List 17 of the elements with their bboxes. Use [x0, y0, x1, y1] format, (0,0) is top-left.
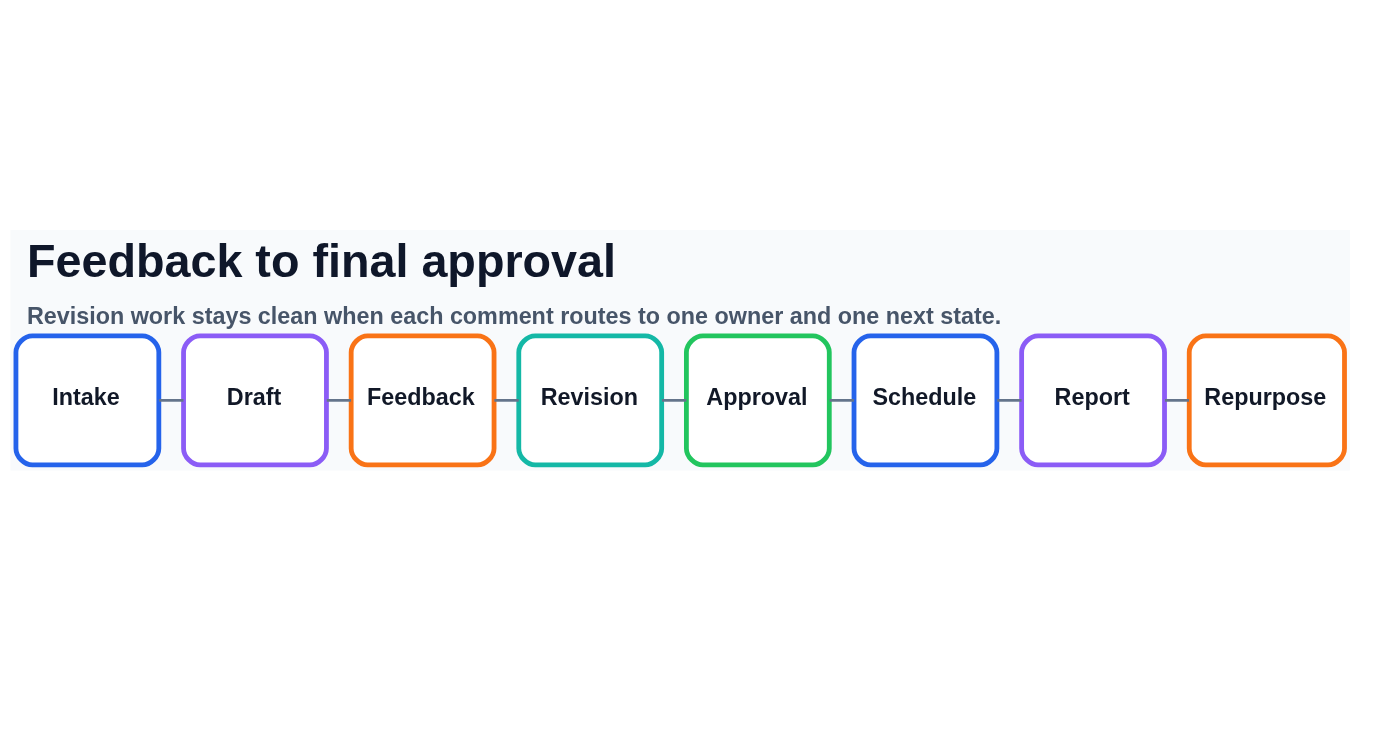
node-box: Revision [516, 333, 665, 468]
node-box: Feedback [348, 333, 497, 468]
node-box: Report [1019, 333, 1167, 468]
node-box: Draft [181, 333, 329, 468]
connector [829, 399, 854, 402]
caption: Revision work stays clean when each comment routes to one owner and one next state. [26, 303, 1002, 330]
connector [494, 399, 519, 402]
node-box: Intake [13, 333, 162, 468]
connector [997, 399, 1022, 402]
connector [662, 399, 687, 402]
node-box: Schedule [851, 333, 1000, 468]
connector [1165, 399, 1189, 402]
node-box: Repurpose [1186, 333, 1347, 468]
diagram-title: Feedback to final approval [26, 234, 617, 287]
connector [326, 399, 352, 402]
node-box: Approval [684, 333, 832, 468]
connector [159, 399, 184, 402]
